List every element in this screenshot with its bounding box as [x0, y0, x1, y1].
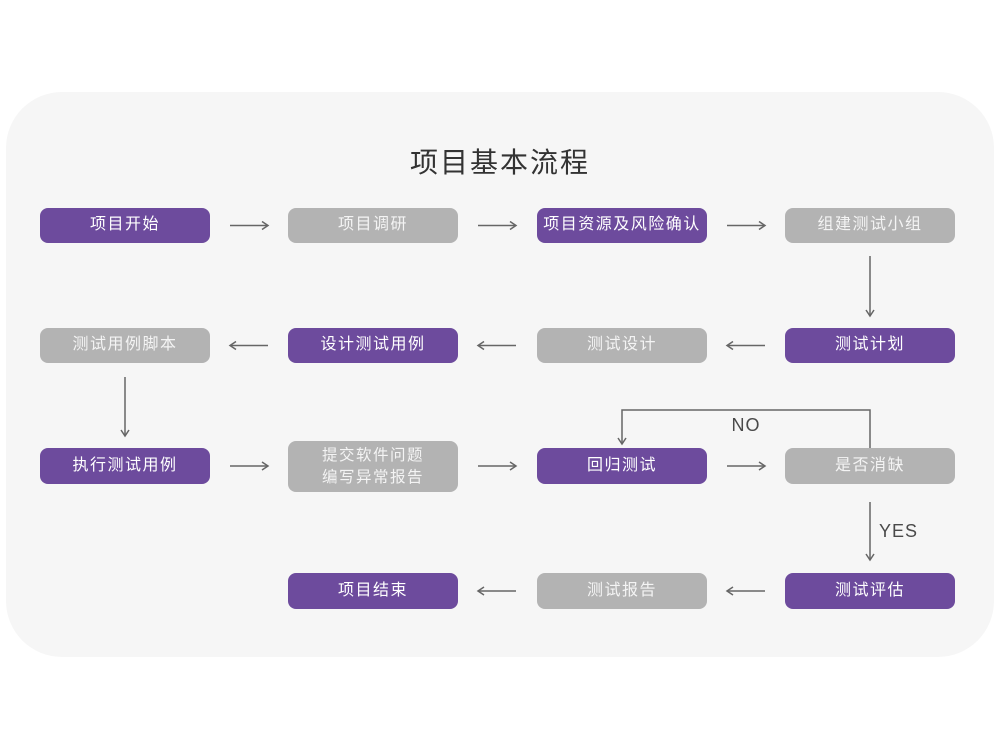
flowchart-card — [6, 92, 994, 657]
node-test-report: 测试报告 — [537, 573, 707, 609]
yes-label: YES — [879, 521, 919, 541]
node-project-end: 项目结束 — [288, 573, 458, 609]
page-title: 项目基本流程 — [409, 147, 590, 178]
node-test-plan: 测试计划 — [785, 328, 955, 363]
node-defect-cleared: 是否消缺 — [785, 448, 955, 484]
node-submit-report: 提交软件问题 编写异常报告 — [288, 441, 458, 492]
no-label: NO — [731, 415, 761, 435]
node-case-script: 测试用例脚本 — [40, 328, 210, 363]
node-resource-risk: 项目资源及风险确认 — [537, 208, 707, 243]
node-build-test-team: 组建测试小组 — [785, 208, 955, 243]
node-test-design: 测试设计 — [537, 328, 707, 363]
node-design-cases: 设计测试用例 — [288, 328, 458, 363]
node-project-research: 项目调研 — [288, 208, 458, 243]
node-regression-test: 回归测试 — [537, 448, 707, 484]
node-test-evaluate: 测试评估 — [785, 573, 955, 609]
node-execute-cases: 执行测试用例 — [40, 448, 210, 484]
node-project-start: 项目开始 — [40, 208, 210, 243]
